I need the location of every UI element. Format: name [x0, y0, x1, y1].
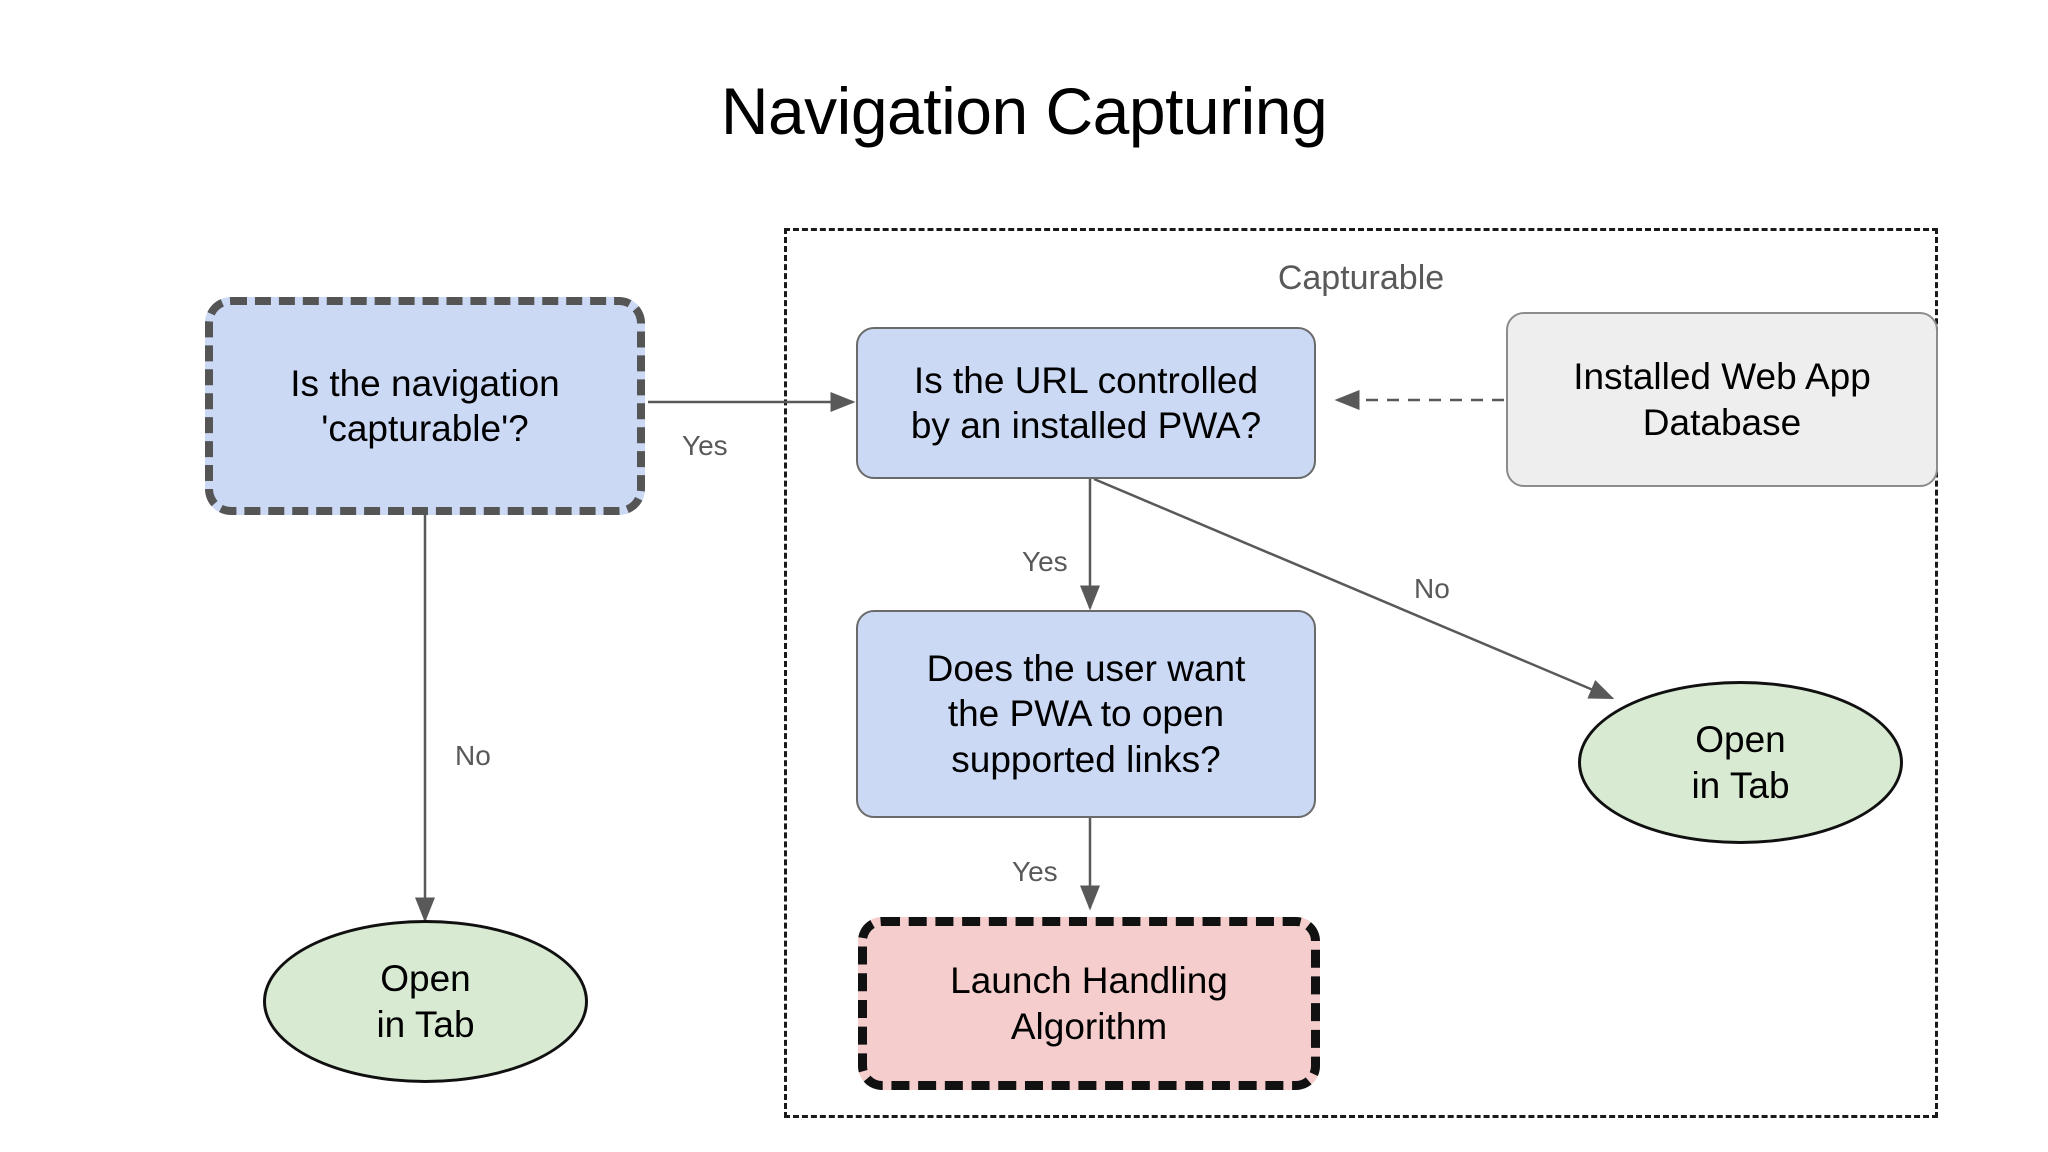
capturable-group-boundary — [784, 228, 1938, 1118]
node-launch-handling-algorithm[interactable]: Launch Handling Algorithm — [858, 917, 1320, 1090]
edge-label-url-yes: Yes — [1022, 546, 1068, 577]
node-is-navigation-capturable[interactable]: Is the navigation 'capturable'? — [205, 297, 645, 515]
node-open-in-tab-left[interactable]: Open in Tab — [263, 920, 588, 1083]
page-title: Navigation Capturing — [720, 74, 1328, 148]
node-does-user-want-pwa-open-links[interactable]: Does the user want the PWA to open suppo… — [856, 610, 1316, 818]
node-is-url-controlled-by-pwa[interactable]: Is the URL controlled by an installed PW… — [856, 327, 1316, 479]
edge-label-capturable-no: No — [455, 740, 491, 771]
edge-label-url-no: No — [1414, 573, 1450, 604]
node-open-in-tab-right[interactable]: Open in Tab — [1578, 681, 1903, 844]
edge-label-capturable-yes: Yes — [682, 430, 728, 461]
capturable-group-label: Capturable — [1277, 259, 1445, 297]
edge-label-user-want-yes: Yes — [1012, 856, 1058, 887]
node-installed-web-app-database[interactable]: Installed Web App Database — [1506, 312, 1938, 487]
